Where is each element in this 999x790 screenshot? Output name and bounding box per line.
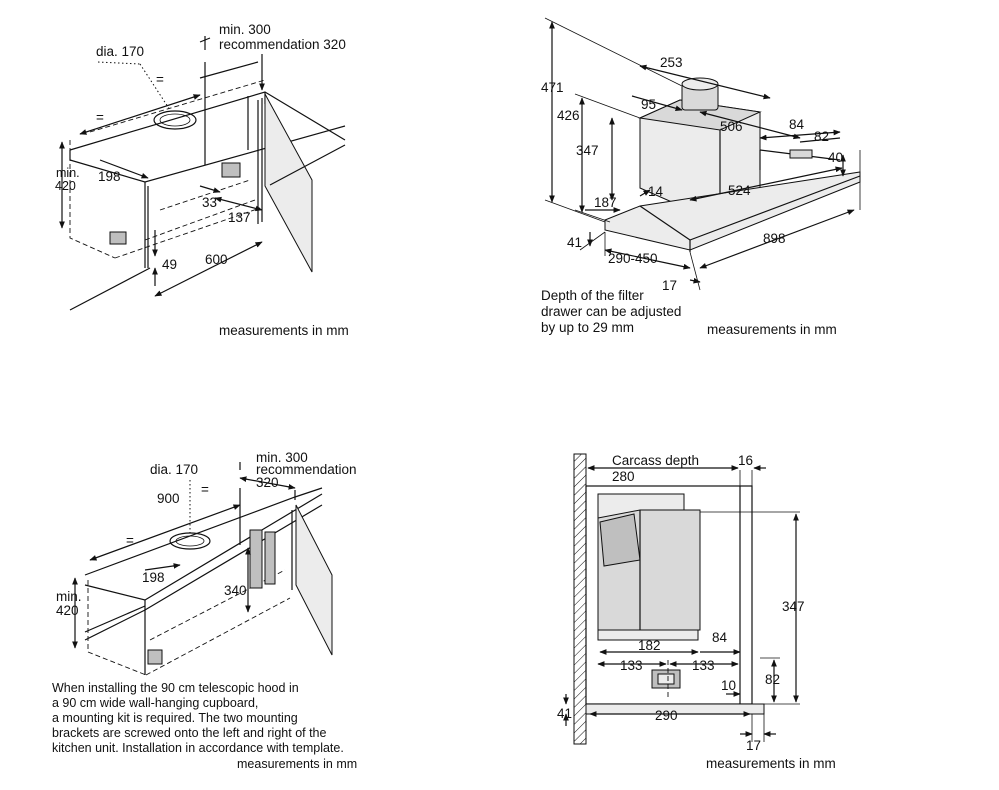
dim-84: [759, 129, 841, 141]
note-line-3: a mounting kit is required. The two moun…: [52, 711, 298, 725]
open-door: [264, 93, 313, 273]
caption-panel3: measurements in mm: [237, 757, 357, 771]
label-133-right: 133: [692, 658, 715, 673]
label-16: 16: [738, 453, 753, 468]
label-420: 420: [56, 603, 79, 618]
label-14: 14: [648, 184, 664, 199]
dim-253: [639, 64, 771, 100]
label-347: 347: [576, 143, 599, 158]
label-95: 95: [641, 97, 656, 112]
hood-outline: [69, 140, 116, 259]
label-198: 198: [98, 169, 121, 184]
panel-cupboard-90: min. 300 recommendation 320 dia. 170 900…: [52, 450, 357, 771]
label-524: 524: [728, 183, 751, 198]
label-min: min.: [56, 166, 80, 180]
note-line-1: When installing the 90 cm telescopic hoo…: [52, 681, 299, 695]
label-198: 198: [142, 570, 165, 585]
label-49: 49: [162, 257, 177, 272]
panel-side-section: Carcass depth 280 16 347 182 84 133 133 …: [557, 453, 836, 771]
label-290: 290: [655, 708, 678, 723]
hood-outline: [87, 580, 147, 676]
label-420: 420: [55, 179, 76, 193]
label-82: 82: [814, 129, 829, 144]
note-line-1: Depth of the filter: [541, 288, 644, 303]
label-84: 84: [789, 117, 805, 132]
dim-17: [689, 277, 701, 284]
mounting-bracket-left: [109, 231, 127, 245]
label-40: 40: [828, 150, 843, 165]
dim-290-450: [604, 248, 691, 270]
open-door: [295, 504, 333, 656]
caption-panel4: measurements in mm: [706, 756, 836, 771]
label-carcass-depth: Carcass depth: [612, 453, 699, 468]
label-320: 320: [256, 475, 279, 490]
label-471: 471: [541, 80, 564, 95]
label-182: 182: [638, 638, 661, 653]
label-898: 898: [763, 231, 786, 246]
label-600: 600: [205, 252, 228, 267]
label-253: 253: [660, 55, 683, 70]
label-340: 340: [224, 583, 247, 598]
dim-95: [631, 95, 683, 112]
label-187: 187: [594, 195, 617, 210]
dim-14: [639, 189, 651, 197]
label-equal-2: =: [96, 110, 104, 125]
label-82: 82: [765, 672, 780, 687]
label-equal-1: =: [201, 482, 209, 497]
label-recommendation-320: recommendation 320: [219, 37, 346, 52]
label-equal-2: =: [126, 533, 134, 548]
panel-hood-dimensions: 253 471 426 95 506 84 82 347 40 14 524 1…: [541, 17, 861, 337]
label-133-left: 133: [620, 658, 643, 673]
note-line-3: by up to 29 mm: [541, 320, 634, 335]
label-137: 137: [228, 210, 251, 225]
label-33: 33: [202, 195, 217, 210]
label-recommendation: recommendation: [256, 462, 357, 477]
note-line-4: brackets are screwed onto the left and r…: [52, 726, 327, 740]
mounting-kit-bracket: [249, 529, 263, 589]
label-17: 17: [662, 278, 677, 293]
note-line-2: drawer can be adjusted: [541, 304, 681, 319]
label-41: 41: [557, 706, 572, 721]
caption-panel1: measurements in mm: [219, 323, 349, 338]
label-347: 347: [782, 599, 805, 614]
mounting-bracket-right: [221, 162, 241, 178]
label-41: 41: [567, 235, 582, 250]
label-506: 506: [720, 119, 743, 134]
label-equal-1: =: [156, 72, 164, 87]
panel-cupboard-60: dia. 170 min. 300 recommendation 320 = =…: [55, 22, 349, 338]
caption-panel2: measurements in mm: [707, 322, 837, 337]
label-min-300: min. 300: [256, 450, 308, 465]
wall-hatch: [573, 453, 587, 745]
note-line-2: a 90 cm wide wall-hanging cupboard,: [52, 696, 258, 710]
note-line-5: kitchen unit. Installation in accordance…: [52, 741, 344, 755]
label-min: min.: [56, 589, 82, 604]
dim-600: [154, 241, 263, 297]
dim-137: [214, 196, 263, 212]
label-min-300: min. 300: [219, 22, 271, 37]
dim-198: [99, 159, 149, 179]
label-17: 17: [746, 738, 761, 753]
label-900: 900: [157, 491, 180, 506]
cabinet-top-back-edge: [69, 91, 346, 151]
label-dia-170: dia. 170: [96, 44, 144, 59]
label-426: 426: [557, 108, 580, 123]
label-84: 84: [712, 630, 728, 645]
dim-524: [689, 166, 843, 202]
label-dia-170: dia. 170: [150, 462, 198, 477]
label-10: 10: [721, 678, 736, 693]
dim-900: [89, 504, 241, 561]
label-280: 280: [612, 469, 635, 484]
label-290-450: 290-450: [608, 251, 658, 266]
dim-33: [199, 185, 221, 193]
dim-198: [144, 563, 181, 571]
cabinet-top-edge: [84, 487, 323, 576]
dim-898: [699, 209, 855, 269]
